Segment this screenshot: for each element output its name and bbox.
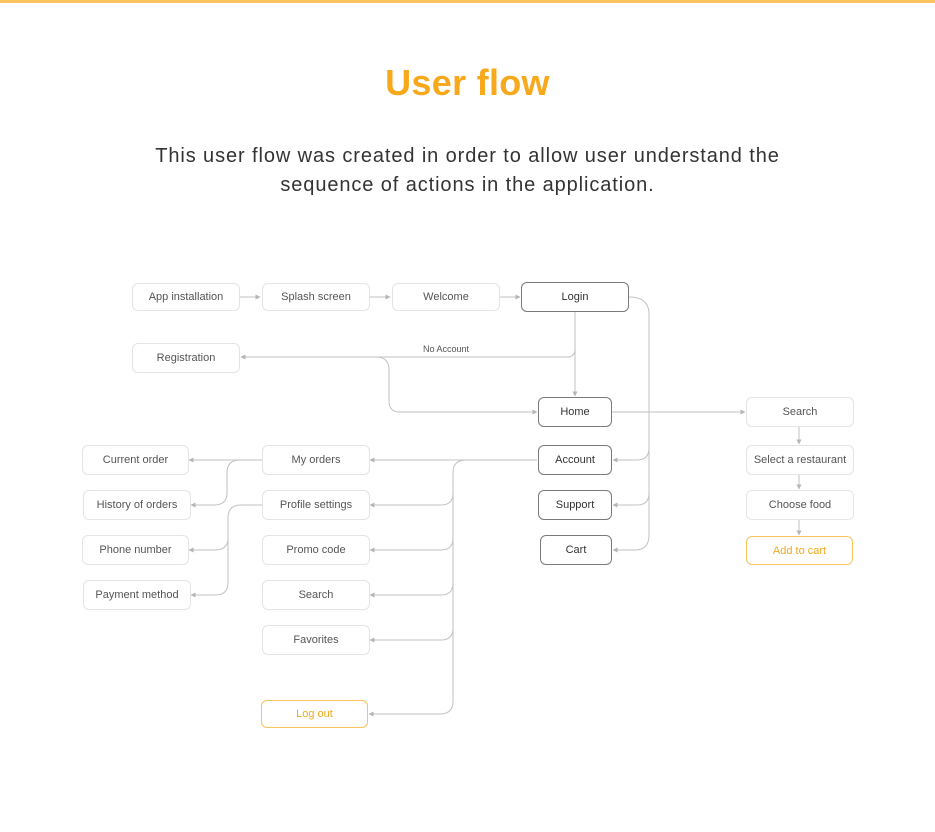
page-title: User flow [385, 62, 550, 103]
node-app-installation: App installation [132, 283, 240, 311]
edge-trunk-promo [369, 537, 454, 553]
edge-login-bracket [612, 296, 650, 553]
edge-bracket-account [612, 447, 650, 463]
edge-trunk-profile [369, 492, 454, 508]
node-select-restaurant: Select a restaurant [746, 445, 854, 475]
node-support: Support [538, 490, 612, 520]
subtitle-line-1: This user flow was created in order to a… [155, 145, 780, 167]
node-splash-screen: Splash screen [262, 283, 370, 311]
node-search-right: Search [746, 397, 854, 427]
node-account: Account [538, 445, 612, 475]
node-registration: Registration [132, 343, 240, 373]
node-current-order: Current order [82, 445, 189, 475]
node-phone-number: Phone number [82, 535, 189, 565]
node-profile-settings: Profile settings [262, 490, 370, 520]
subtitle-line-2: sequence of actions in the application. [280, 174, 655, 196]
node-choose-food: Choose food [746, 490, 854, 520]
edge-trunk-favorites [369, 627, 454, 643]
edge-profile-phone [188, 537, 229, 553]
node-login: Login [521, 282, 629, 312]
node-history-of-orders: History of orders [83, 490, 191, 520]
page-subtitle: This user flow was created in order to a… [140, 142, 795, 200]
edge-profile-trunk [190, 504, 262, 598]
node-my-orders: My orders [262, 445, 370, 475]
edge-account-trunk [368, 459, 467, 717]
edge-trunk-search [369, 582, 454, 598]
node-cart: Cart [540, 535, 612, 565]
node-add-to-cart: Add to cart [746, 536, 853, 565]
edge-bracket-support [612, 492, 650, 508]
node-welcome: Welcome [392, 283, 500, 311]
top-accent-bar [0, 0, 935, 3]
node-home: Home [538, 397, 612, 427]
node-promo-code: Promo code [262, 535, 370, 565]
node-log-out: Log out [261, 700, 368, 728]
edge-label-no-account: No Account [423, 344, 470, 354]
edge-registration-home [375, 356, 538, 415]
edge-login-registration [240, 312, 576, 360]
node-search-left: Search [262, 580, 370, 610]
edge-myorders-history [190, 459, 241, 508]
node-payment-method: Payment method [83, 580, 191, 610]
node-favorites: Favorites [262, 625, 370, 655]
